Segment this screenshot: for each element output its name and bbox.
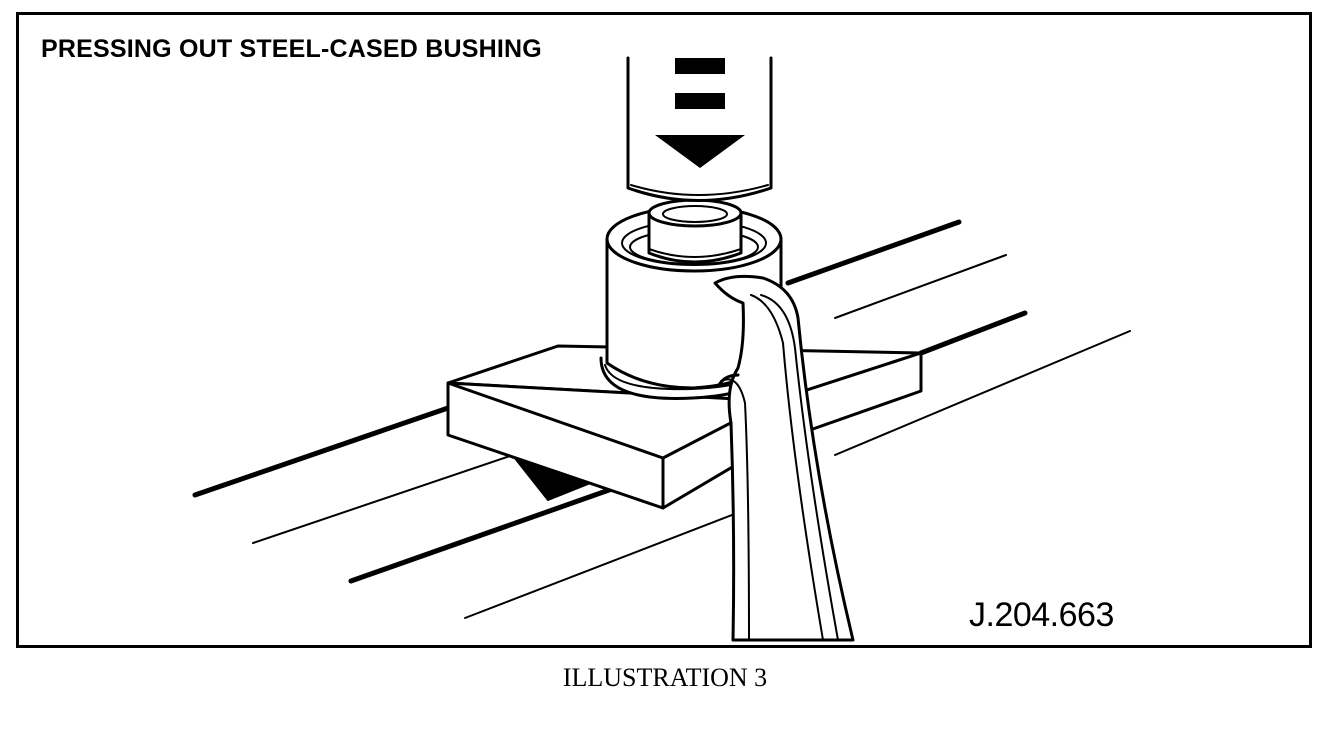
illustration-frame: PRESSING OUT STEEL-CASED BUSHING J.204.6… [16,12,1312,648]
press-illustration [192,56,1131,642]
rail-line [252,454,514,544]
lever-bar [713,274,855,642]
rail-line [785,219,962,286]
rail-line [192,405,451,498]
press-bed-rails [192,219,1131,619]
rail-line [918,310,1028,356]
support-block-front [446,381,775,510]
press-ram [626,56,773,202]
reference-code: J.204.663 [969,596,1114,634]
rail-line [834,330,1131,456]
steel-cased-bushing [647,198,743,264]
down-arrow-icon [655,58,745,168]
figure-caption: ILLUSTRATION 3 [562,663,768,692]
rail-line [834,254,1007,319]
figure-title: PRESSING OUT STEEL-CASED BUSHING [41,35,542,63]
rail-line [464,502,764,619]
